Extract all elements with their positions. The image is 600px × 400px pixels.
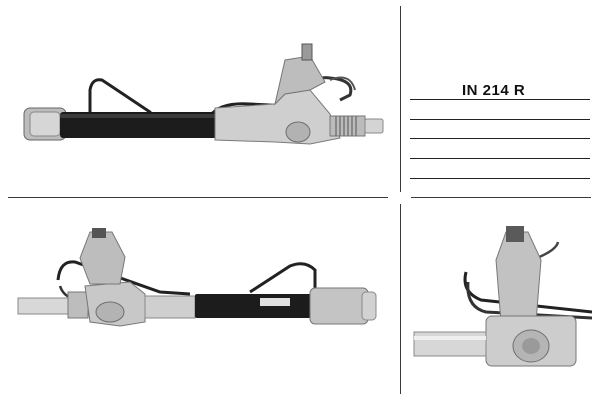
horizontal-divider-right [411, 197, 591, 198]
rule-line-5 [410, 178, 590, 179]
steering-rack-top-view [10, 20, 395, 190]
rule-line-1 [410, 99, 590, 100]
horizontal-divider-left [8, 197, 388, 198]
part-code: IN 214 R [462, 82, 526, 99]
vertical-divider-top [400, 6, 401, 192]
vertical-divider-bottom [400, 204, 401, 394]
rule-line-4 [410, 158, 590, 159]
valve-detail-view [406, 222, 592, 390]
steering-rack-bottom-view [10, 222, 395, 342]
rule-line-3 [410, 138, 590, 139]
rule-line-2 [410, 119, 590, 120]
